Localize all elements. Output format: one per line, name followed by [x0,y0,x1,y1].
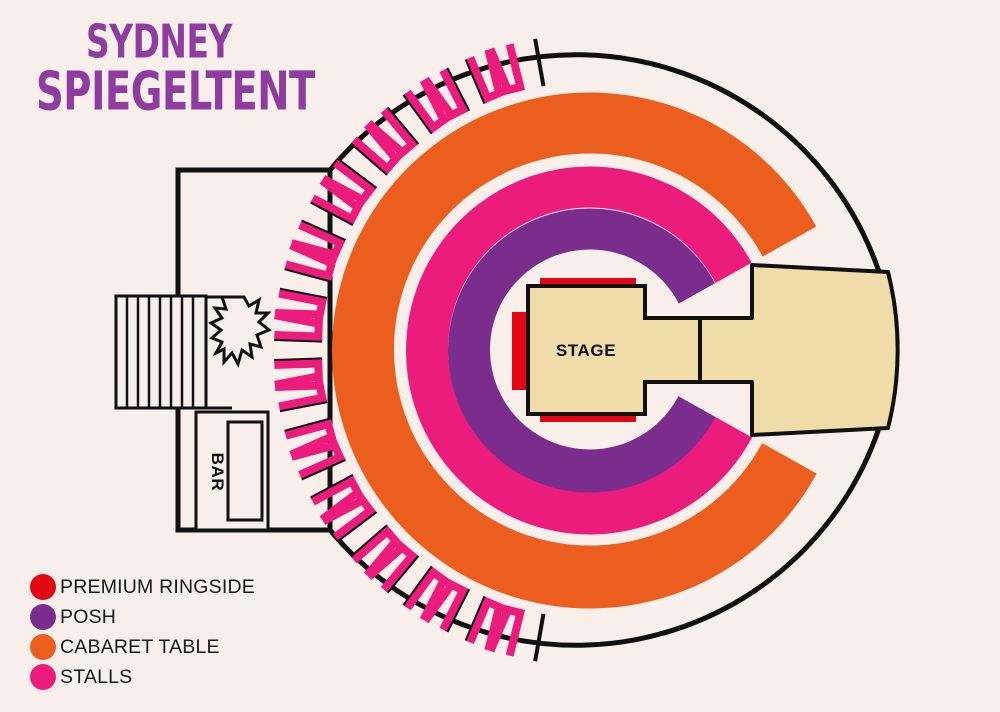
stalls-booths-bottom[interactable] [266,43,553,668]
legend-label-posh: POSH [60,605,117,628]
section-posh[interactable] [448,208,732,493]
stalls-booth[interactable] [466,590,554,668]
stage-platform[interactable] [526,284,702,416]
legend-label-cabaret-table: CABARET TABLE [60,635,220,658]
legend-swatch-posh [30,604,56,630]
stalls-booth[interactable] [295,159,382,250]
legend-item-posh[interactable]: POSH [30,602,330,632]
legend-item-premium-ringside[interactable]: PREMIUM RINGSIDE [30,572,330,602]
stalls-booth[interactable] [284,199,356,283]
seating-rings [332,92,848,609]
legend: PREMIUM RINGSIDE POSH CABARET TABLE STAL… [30,572,330,692]
premium-ringside-block-left[interactable] [512,312,530,390]
legend-swatch-cabaret-table [30,634,56,660]
bar-label: BAR [208,453,227,492]
stage-label: STAGE [556,341,616,360]
stage-area[interactable]: STAGE [526,284,702,416]
curtain-scallop [207,295,272,368]
stalls-booth[interactable] [266,330,333,411]
legend-label-stalls: STALLS [60,665,133,688]
entrance-stripes-panel [114,294,208,410]
foyer-bar-area: BAR [114,167,333,533]
legend-label-premium-ringside: PREMIUM RINGSIDE [60,575,255,598]
legend-item-cabaret-table[interactable]: CABARET TABLE [30,632,330,662]
legend-swatch-stalls [30,664,56,690]
legend-item-stalls[interactable]: STALLS [30,662,330,692]
legend-swatch-premium-ringside [30,574,56,600]
stalls-booths[interactable] [266,31,553,668]
bar-counter [194,410,270,532]
